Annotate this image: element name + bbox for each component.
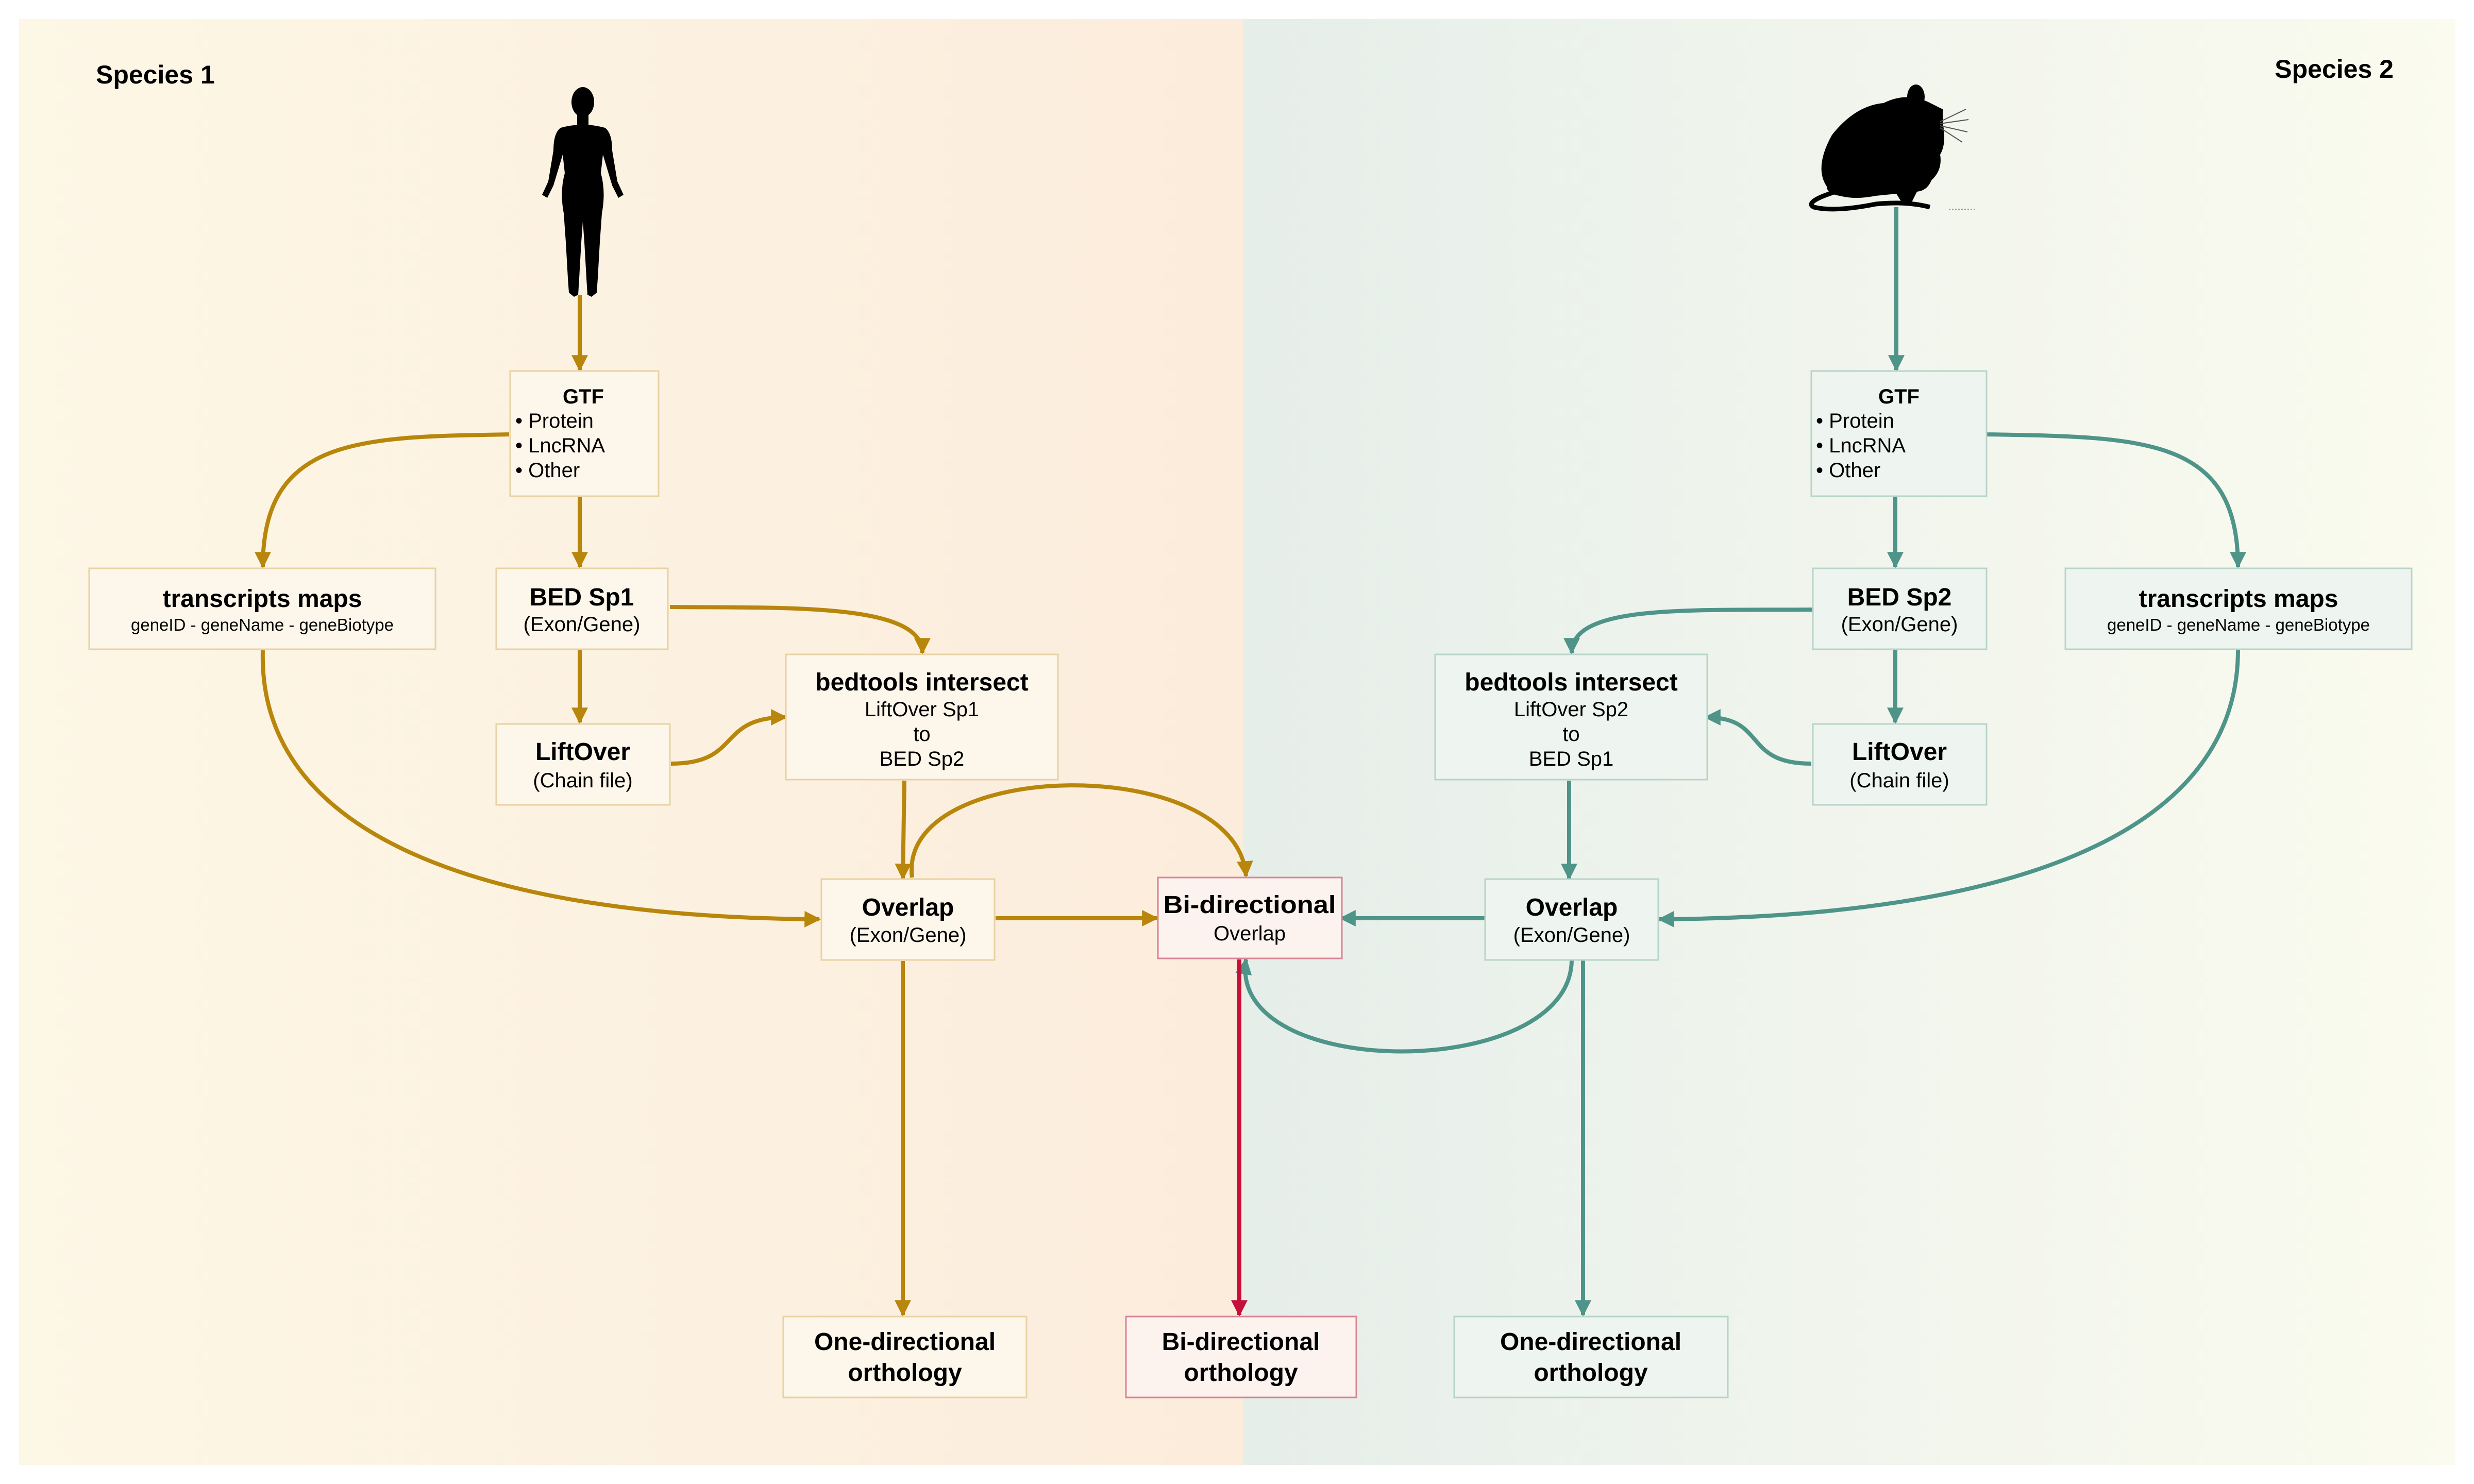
svg-text:bedtools intersect: bedtools intersect: [1465, 669, 1677, 696]
svg-text:BED Sp1: BED Sp1: [1529, 748, 1614, 770]
gtf-box-species-1: GTF • Protein • LncRNA • Other: [509, 370, 660, 497]
bidirectional-orthology-box: Bi-directional orthology: [1125, 1316, 1357, 1398]
mouse-silhouette-icon: [1809, 85, 1976, 212]
svg-text:• LncRNA: • LncRNA: [515, 434, 605, 457]
svg-text:Bi-directional: Bi-directional: [1164, 891, 1336, 919]
svg-text:to: to: [913, 723, 930, 746]
gtf-box-species-2: GTF • Protein • LncRNA • Other: [1810, 370, 1988, 497]
svg-text:One-directional: One-directional: [814, 1328, 996, 1356]
svg-text:(Exon/Gene): (Exon/Gene): [850, 924, 967, 947]
bedtools-to-overlap-arrow: [895, 780, 912, 881]
svg-text:(Exon/Gene): (Exon/Gene): [1513, 924, 1630, 947]
overlap-box-species-2: Overlap (Exon/Gene): [1484, 878, 1659, 961]
liftover-box-species-1: LiftOver (Chain file): [495, 723, 671, 806]
species-1-label: Species 1: [96, 60, 215, 89]
svg-text:BED Sp2: BED Sp2: [880, 748, 965, 770]
svg-text:LiftOver Sp2: LiftOver Sp2: [1514, 698, 1628, 721]
svg-text:(Exon/Gene): (Exon/Gene): [524, 613, 641, 636]
gtf-to-transcripts-arrow: [255, 432, 510, 569]
svg-text:(Exon/Gene): (Exon/Gene): [1841, 613, 1958, 636]
svg-text:Overlap: Overlap: [1214, 922, 1286, 945]
transcripts-to-overlap-arrow-2: [1657, 650, 2240, 927]
liftover-to-bedtools-arrow-2: [1704, 709, 1812, 766]
svg-text:GTF: GTF: [1878, 385, 1920, 408]
svg-text:Overlap: Overlap: [1526, 894, 1618, 921]
svg-text:One-directional: One-directional: [1500, 1328, 1681, 1356]
svg-text:LiftOver: LiftOver: [1852, 738, 1947, 766]
species-1-arrows: [255, 295, 1253, 1317]
overlap-loop-to-bidirectional-arrow: [910, 783, 1253, 878]
transcripts-maps-box-species-1: transcripts maps geneID - geneName - gen…: [88, 567, 436, 650]
svg-text:(Chain file): (Chain file): [1849, 769, 1949, 792]
liftover-to-bedtools-arrow: [670, 709, 788, 766]
svg-text:orthology: orthology: [848, 1359, 962, 1387]
bed-sp1-box: BED Sp1 (Exon/Gene): [495, 567, 669, 650]
svg-text:BED Sp1: BED Sp1: [530, 584, 634, 611]
svg-text:bedtools intersect: bedtools intersect: [815, 669, 1028, 696]
svg-text:• Other: • Other: [515, 459, 580, 482]
bed-sp2-box: BED Sp2 (Exon/Gene): [1812, 567, 1988, 650]
svg-text:LiftOver Sp1: LiftOver Sp1: [865, 698, 979, 721]
transcripts-maps-box-species-2: transcripts maps geneID - geneName - gen…: [2064, 567, 2413, 650]
svg-text:• Protein: • Protein: [1816, 410, 1894, 432]
bedtools-intersect-box-species-1: bedtools intersect LiftOver Sp1 to BED S…: [785, 653, 1059, 781]
human-silhouette-icon: [542, 87, 624, 297]
svg-text:GTF: GTF: [563, 385, 604, 408]
svg-text:Bi-directional: Bi-directional: [1162, 1328, 1320, 1356]
bedtools-intersect-box-species-2: bedtools intersect LiftOver Sp2 to BED S…: [1434, 653, 1708, 781]
svg-text:geneID - geneName - geneBiotyp: geneID - geneName - geneBiotype: [2107, 615, 2370, 634]
gtf-to-transcripts-arrow-2: [1984, 432, 2246, 569]
svg-text:geneID - geneName - geneBiotyp: geneID - geneName - geneBiotype: [131, 615, 394, 634]
species-2-label: Species 2: [2275, 55, 2394, 83]
species-2-arrows: [1235, 207, 2246, 1317]
svg-text:• Protein: • Protein: [515, 410, 594, 432]
svg-text:orthology: orthology: [1534, 1359, 1648, 1387]
liftover-box-species-2: LiftOver (Chain file): [1812, 723, 1988, 806]
one-directional-orthology-box-species-1: One-directional orthology: [782, 1316, 1028, 1398]
overlap-loop-to-bidirectional-arrow-2: [1235, 957, 1574, 1054]
svg-text:transcripts maps: transcripts maps: [163, 585, 362, 613]
bed-to-bedtools-arrow-2: [1563, 608, 1813, 655]
svg-text:transcripts maps: transcripts maps: [2139, 585, 2338, 613]
svg-text:BED Sp2: BED Sp2: [1847, 584, 1952, 611]
bidirectional-overlap-box: Bi-directional Overlap: [1157, 876, 1343, 959]
transcripts-to-overlap-arrow: [260, 650, 821, 927]
svg-text:(Chain file): (Chain file): [533, 769, 632, 792]
one-directional-orthology-box-species-2: One-directional orthology: [1453, 1316, 1729, 1398]
bed-to-bedtools-arrow: [669, 605, 931, 655]
svg-text:Overlap: Overlap: [862, 894, 954, 921]
svg-text:• Other: • Other: [1816, 459, 1880, 482]
overlap-box-species-1: Overlap (Exon/Gene): [820, 878, 996, 961]
svg-text:orthology: orthology: [1184, 1359, 1298, 1387]
svg-text:to: to: [1562, 723, 1579, 746]
svg-text:• LncRNA: • LncRNA: [1816, 434, 1906, 457]
svg-text:LiftOver: LiftOver: [535, 738, 630, 766]
